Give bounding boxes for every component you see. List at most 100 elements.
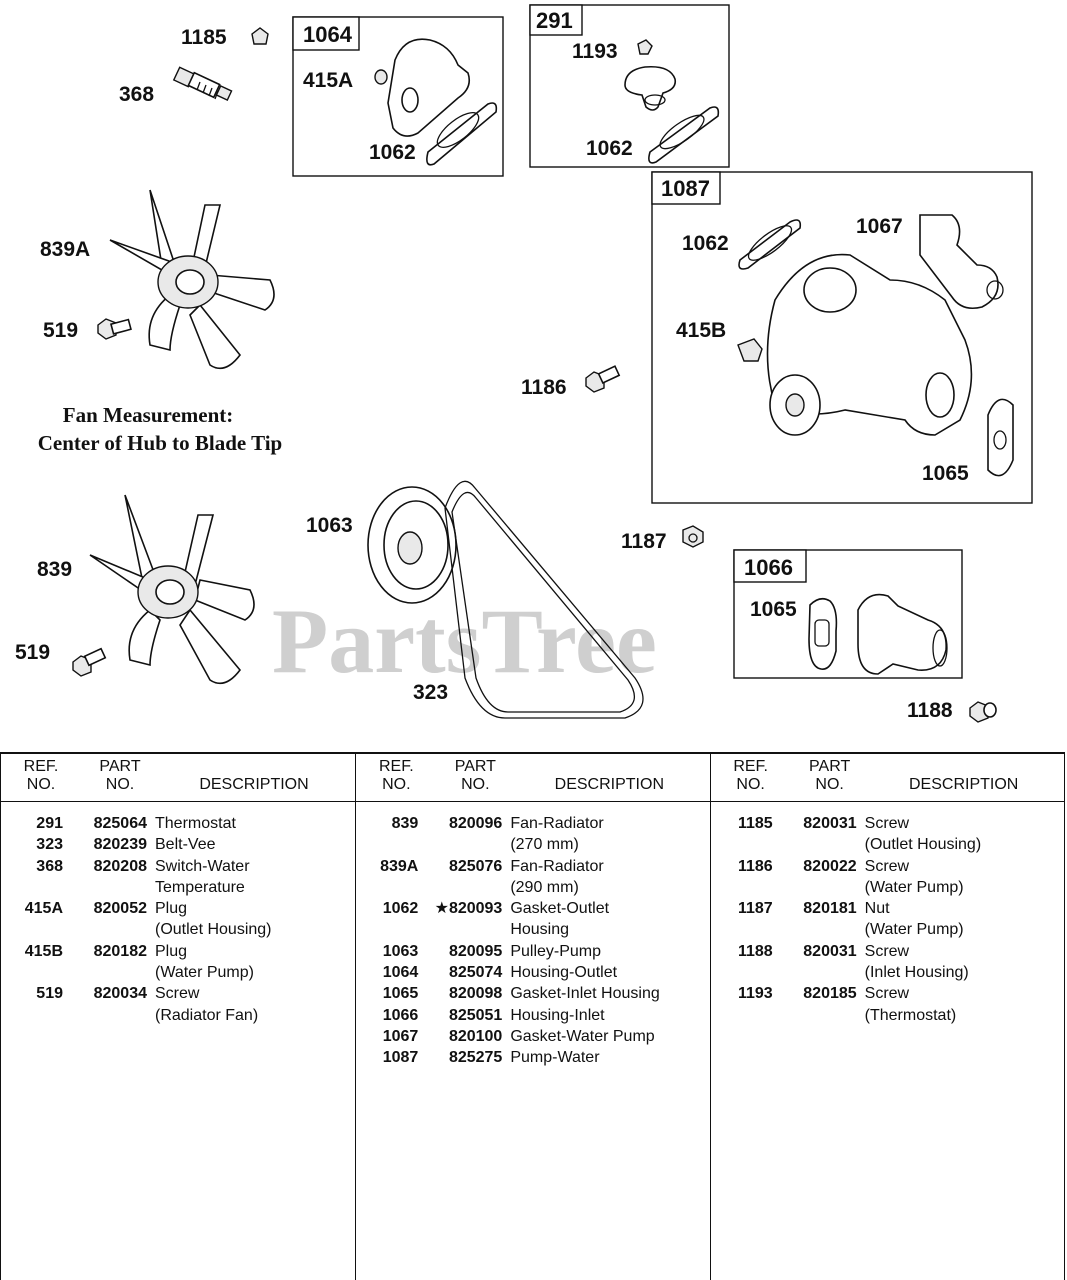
header-description: DESCRIPTION [908,776,1019,793]
description-line: (290 mm) [510,878,579,896]
description-line: Housing [510,921,570,939]
description-line: Thermostat [155,815,236,832]
ref-no: 368 [36,857,63,875]
description: Plug(Outlet Housing) [147,898,355,941]
box-291: 291 [529,4,730,168]
part-no: 820181 [803,900,857,918]
screw-1188-illustration [969,701,997,723]
box-1087: 1087 [651,171,1033,504]
inlet-housing-illustration [808,593,948,675]
callout-1062-box1087: 1062 [682,232,729,255]
header-ref-line: NO. [736,776,765,793]
header-part-line: PART [99,758,141,775]
description-line: Housing-Outlet [510,964,618,982]
header-ref-line: REF. [733,758,768,775]
ref-no: 1064 [382,964,419,982]
callout-1185: 1185 [181,26,227,49]
callout-1067: 1067 [856,215,903,238]
ref-no: 519 [36,985,63,1003]
ref-no: 415A [24,900,63,918]
description: Thermostat [147,813,355,834]
ref-no: 291 [36,815,63,832]
header-ref-no: REF.NO. [15,758,67,794]
callout-1065-box1066: 1065 [750,598,797,621]
description-line: Plug [155,942,188,960]
switch-368-illustration [172,66,233,101]
screw-519b-illustration [72,647,107,677]
fan-measurement-heading: Fan Measurement: [63,403,234,427]
description-line: (Water Pump) [864,878,964,896]
exploded-parts-diagram: PartsTree 1064 291 1087 1066 [15,4,1033,723]
water-pump-illustration [737,214,1014,477]
description: Gasket-Inlet Housing [502,983,709,1004]
description-line: Housing-Inlet [510,1006,605,1024]
part-no: 820100 [448,1027,503,1045]
part-no: 820182 [93,942,147,960]
description: Screw(Water Pump) [857,856,1064,899]
description-line: Pulley-Pump [510,942,602,960]
fan-measurement-subtitle: Center of Hub to Blade Tip [38,431,282,455]
callout-839: 839 [37,558,72,581]
callout-519-bottom: 519 [15,641,50,664]
description-line: (Inlet Housing) [864,964,969,982]
box-1064: 1064 [292,16,504,177]
ref-no: 1087 [382,1049,419,1067]
description: Pump-Water [502,1047,709,1068]
callout-1188: 1188 [907,699,953,722]
description: Plug(Water Pump) [147,941,355,984]
part-no: 820052 [93,900,147,918]
pulley-illustration [367,486,457,604]
fan-839-illustration [89,494,255,685]
description-line: Screw [864,985,910,1003]
part-no: 825064 [93,815,147,832]
header-part-line: PART [454,758,496,775]
box-label-291: 291 [536,8,573,33]
description: Belt-Vee [147,834,355,855]
header-part-line: NO. [815,776,844,793]
part-no: 825076 [448,857,503,875]
ref-no: 1188 [737,942,773,960]
callout-1186: 1186 [521,376,567,399]
description-line: Pump-Water [510,1049,600,1067]
box-label-1066: 1066 [744,555,793,580]
part-no: 820239 [93,836,147,854]
ref-no: 323 [36,836,63,854]
part-no: 820022 [803,857,857,875]
callout-1063: 1063 [306,514,353,537]
ref-no: 1067 [382,1027,419,1045]
description: Housing-Outlet [502,962,709,983]
description: Nut(Water Pump) [857,898,1064,941]
callout-1193: 1193 [572,40,618,63]
screw-519a-illustration [97,318,132,340]
part-no: 820208 [93,857,147,875]
description-line: Fan-Radiator [510,815,604,832]
callout-1065-box1087: 1065 [922,462,969,485]
callout-368: 368 [119,83,154,106]
part-no: 820096 [448,815,503,832]
ref-no: 1065 [382,985,419,1003]
header-ref-no: REF.NO. [370,758,422,794]
callout-839A: 839A [40,238,90,261]
callout-415B: 415B [676,319,726,342]
description-line: Fan-Radiator [510,857,604,875]
header-part-line: PART [809,758,851,775]
callout-1062-box1064: 1062 [369,141,416,164]
description-line: Gasket-Inlet Housing [510,985,660,1003]
callout-519-top: 519 [43,319,78,342]
